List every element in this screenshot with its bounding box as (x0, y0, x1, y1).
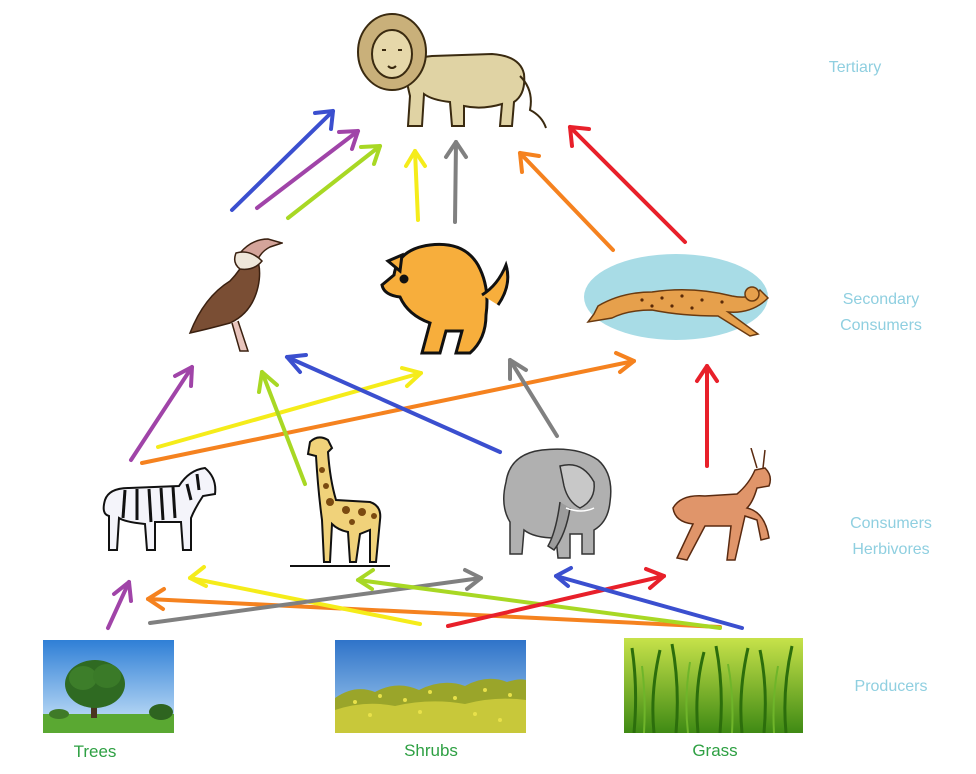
arrow-cheetah-to-lion-red (568, 125, 687, 244)
level-label-tertiary: Tertiary (815, 55, 895, 81)
herbivores-label-line2: Herbivores (852, 541, 930, 558)
giraffe-illustration (290, 436, 390, 567)
arrow-cheetah-to-lion-orange (518, 151, 615, 252)
level-label-producers: Producers (841, 674, 941, 700)
hyena-illustration (380, 242, 510, 355)
arrow-grass-to-zebra-orange (146, 587, 722, 629)
arrow-shrubs-to-giraffe-yellow (188, 565, 422, 626)
trees-label: Trees (73, 742, 117, 761)
gazelle-illustration (672, 448, 772, 561)
level-label-secondary-consumers: Secondary Consumers (826, 287, 936, 339)
grass-photo (624, 638, 803, 733)
shrubs-label: Shrubs (404, 741, 458, 760)
arrow-trees-to-elephant-gray (148, 568, 483, 625)
lion-illustration (357, 13, 547, 129)
producers-label: Producers (854, 678, 928, 695)
grass-label: Grass (692, 741, 738, 760)
level-label-consumers-herbivores: Consumers Herbivores (836, 511, 946, 563)
arrow-giraffe-to-vulture-lime (257, 370, 307, 486)
tertiary-label: Tertiary (828, 59, 882, 76)
arrow-vulture-to-lion-purple (255, 129, 360, 210)
arrow-vulture-to-lion-lime (286, 144, 382, 220)
arrow-hyena-to-lion-yellow (404, 149, 427, 222)
secondary-label-line2: Consumers (840, 317, 922, 334)
arrow-elephant-to-hyena-gray (508, 358, 559, 438)
arrow-elephant-to-vulture-blue (285, 353, 502, 454)
arrow-shrubs-to-gazelle-red (446, 567, 666, 628)
arrow-hyena-to-lion-gray (444, 140, 468, 224)
vulture-illustration (188, 238, 283, 352)
zebra-illustration (102, 466, 217, 551)
herbivores-label-line1: Consumers (850, 515, 932, 532)
arrow-vulture-to-lion-blue (230, 109, 335, 212)
cheetah-illustration (584, 254, 770, 340)
arrow-zebra-to-vulture-purple (129, 365, 194, 462)
arrow-gazelle-to-cheetah-red (695, 364, 719, 468)
arrow-trees-to-zebra-purple (106, 580, 133, 630)
arrow-grass-to-elephant-blue (554, 566, 744, 630)
arrow-zebra-to-cheetah-orange (140, 351, 636, 465)
trees-photo (43, 640, 174, 733)
secondary-label-line1: Secondary (842, 291, 920, 308)
elephant-illustration (503, 448, 612, 559)
shrubs-photo (335, 640, 526, 733)
arrow-zebra-to-hyena-yellow (156, 366, 423, 449)
